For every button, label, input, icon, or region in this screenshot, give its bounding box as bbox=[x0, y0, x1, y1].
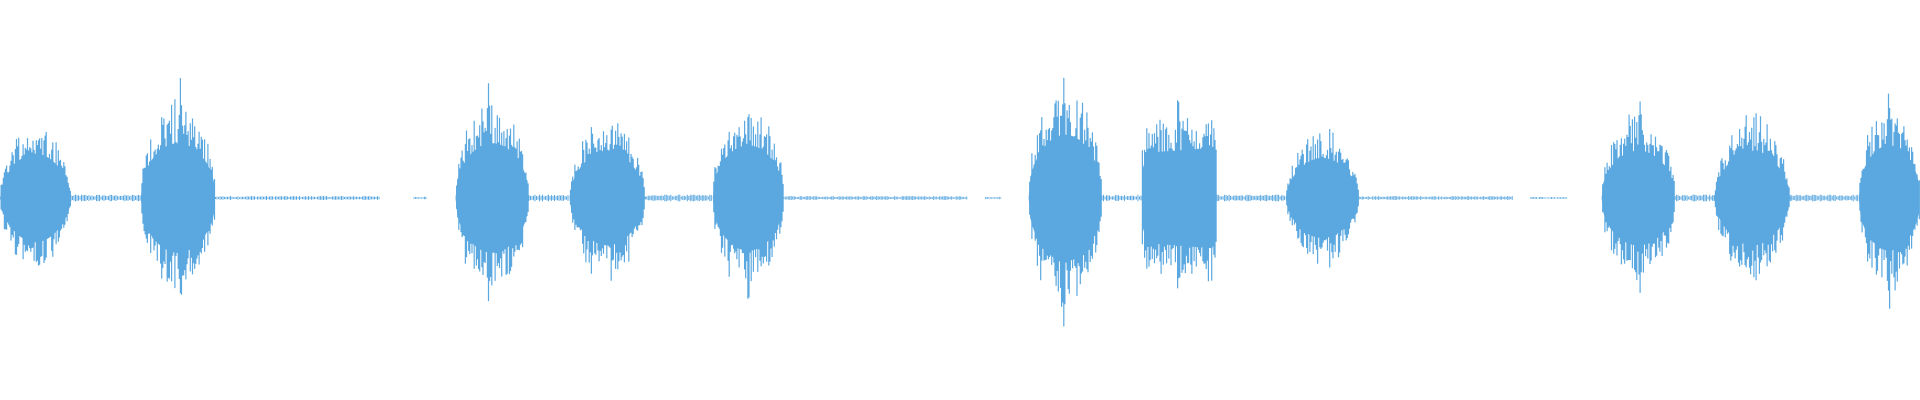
quiet-segment-10 bbox=[1530, 197, 1568, 199]
audio-burst-core-0 bbox=[0, 153, 70, 243]
audio-burst-core-10 bbox=[1858, 145, 1919, 251]
audio-burst-core-9 bbox=[1714, 150, 1789, 246]
audio-burst-core-1 bbox=[140, 143, 215, 253]
quiet-segment-2 bbox=[413, 196, 427, 200]
quiet-segment-3 bbox=[528, 194, 569, 202]
waveform-baseline bbox=[70, 194, 1859, 202]
audio-burst-core-7 bbox=[1285, 158, 1358, 238]
audio-burst-core-3 bbox=[569, 150, 644, 246]
audio-burst-core-2 bbox=[455, 143, 528, 253]
quiet-segment-9 bbox=[1358, 196, 1513, 200]
quiet-segment-7 bbox=[1101, 194, 1142, 202]
audio-burst-core-6 bbox=[1142, 147, 1217, 249]
audio-burst-core-5 bbox=[1028, 134, 1101, 262]
waveform-bursts bbox=[0, 77, 1920, 327]
quiet-segment-12 bbox=[1789, 194, 1859, 202]
audio-burst-core-8 bbox=[1601, 150, 1674, 246]
quiet-segment-0 bbox=[70, 194, 141, 202]
quiet-segment-6 bbox=[985, 196, 1002, 200]
quiet-segment-8 bbox=[1216, 194, 1286, 202]
quiet-segment-11 bbox=[1674, 194, 1715, 202]
audio-burst-core-4 bbox=[712, 145, 783, 251]
quiet-segment-1 bbox=[215, 196, 380, 200]
quiet-segment-4 bbox=[644, 194, 712, 202]
quiet-segment-5 bbox=[783, 196, 968, 200]
